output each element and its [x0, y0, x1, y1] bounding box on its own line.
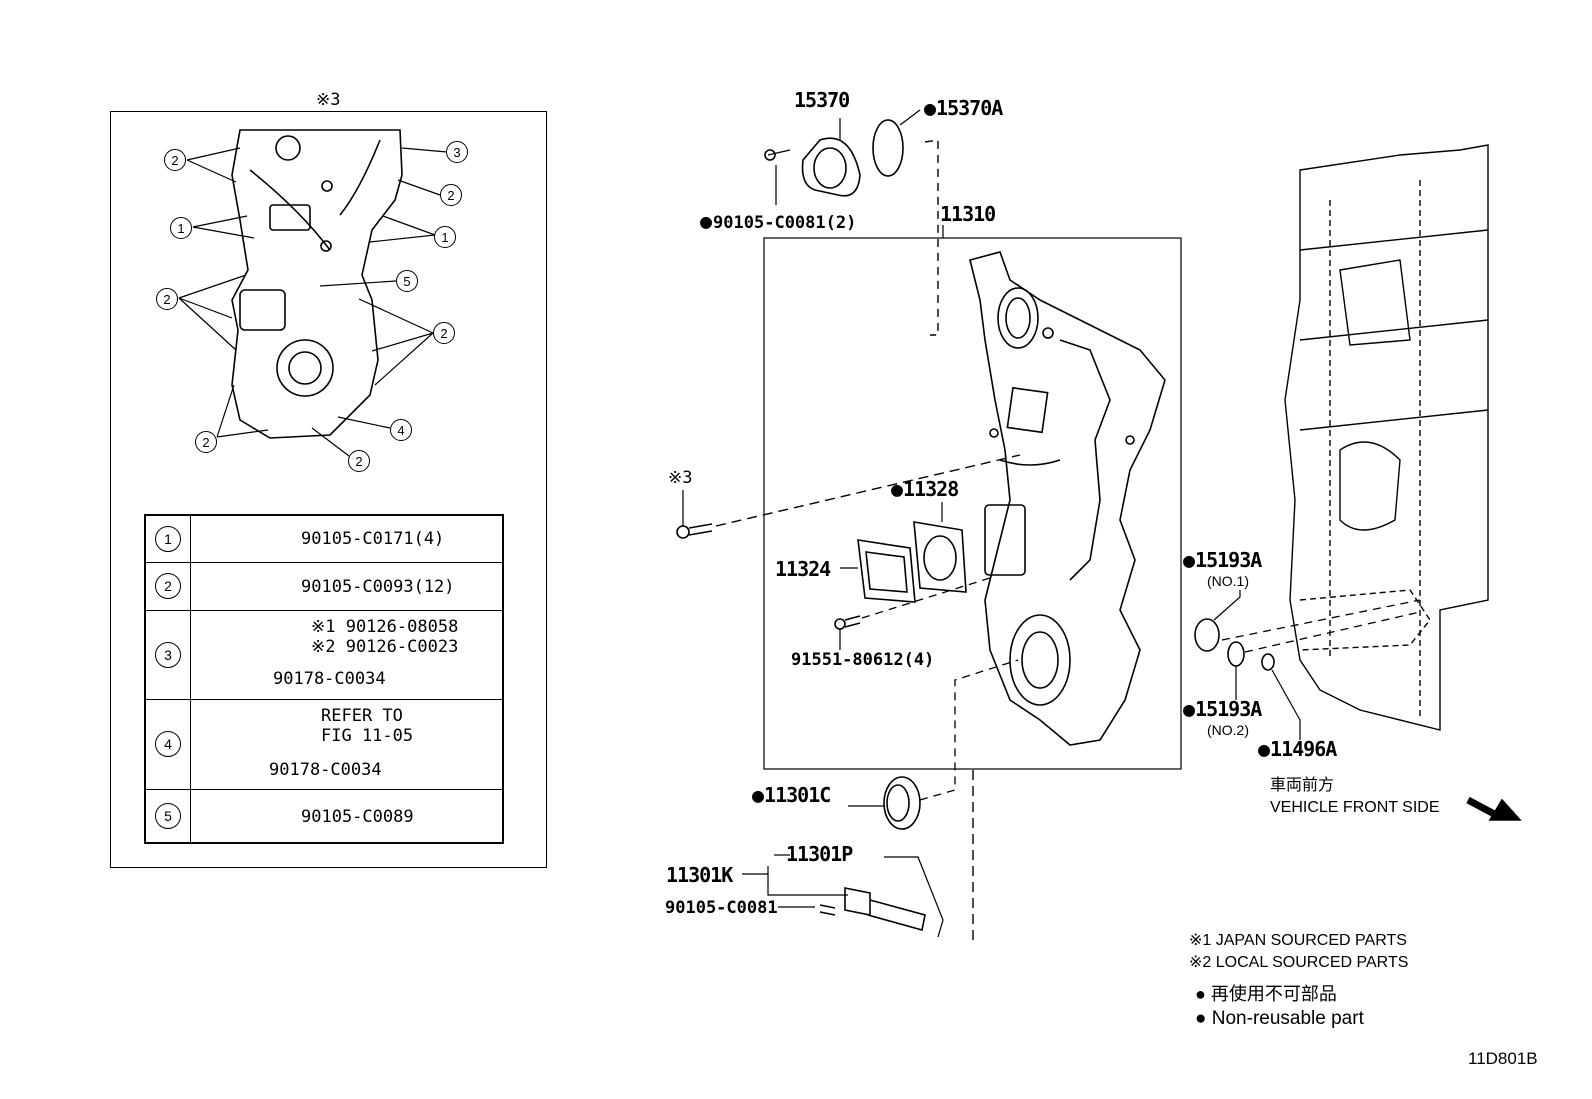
table-row: 3 ※1 90126-08058 ※2 90126-C0023 90178-C0…: [144, 609, 504, 700]
bolt-ref3: [676, 523, 713, 539]
filled-dot-icon: ●: [1195, 1008, 1207, 1029]
table-row: 1 90105-C0171(4): [144, 514, 504, 563]
callout: 2: [440, 184, 462, 206]
legend-note-2: ※2 LOCAL SOURCED PARTS: [1189, 954, 1409, 971]
variant-label-no1: (NO.1): [1207, 573, 1249, 589]
inset-leaders: [178, 147, 448, 457]
o-ring-15193A-no1: [1194, 618, 1220, 652]
cover-15370: [764, 119, 904, 205]
part-number: 90178-C0034: [273, 668, 386, 689]
assembly-box-11310: [763, 237, 1182, 770]
part-label-11324: 11324: [775, 557, 831, 581]
part-number: ※1 90126-08058: [311, 616, 459, 637]
part-label-15193A-no2: 15193A: [1183, 699, 1262, 719]
direction-label-en: VEHICLE FRONT SIDE: [1270, 799, 1440, 816]
reference-note: FIG 11-05: [321, 725, 414, 746]
part-label-15193A-no1: 15193A: [1183, 550, 1262, 570]
sensor-11301P: [819, 887, 926, 932]
part-label-11301P: 11301P: [786, 842, 853, 866]
gasket-11328: [913, 521, 967, 593]
timing-cover-11310: [969, 251, 1166, 746]
row-number: 1: [155, 525, 181, 552]
callout: 2: [156, 288, 178, 310]
part-label-90105-C0081: 90105-C0081: [665, 898, 778, 918]
ref3-label: ※3: [668, 468, 693, 488]
o-ring-11496A: [1261, 653, 1275, 671]
callout: 2: [433, 322, 455, 344]
part-number: 90178-C0034: [269, 759, 382, 780]
figure-id: 11D801B: [1468, 1049, 1538, 1068]
inset-title: ※3: [316, 90, 341, 110]
inset-panel-ref3: [110, 111, 547, 868]
front-direction-arrow-icon: [1466, 796, 1522, 821]
legend-nonreusable-jp: ● 再使用不可部品: [1195, 985, 1337, 1003]
part-number: 90105-C0171(4): [301, 529, 445, 549]
part-number: ※2 90126-C0023: [311, 636, 459, 657]
row-number: 5: [155, 802, 181, 829]
callout: 3: [446, 141, 468, 163]
engine-block: [1284, 144, 1489, 731]
variant-label-no2: (NO.2): [1207, 722, 1249, 738]
callout: 4: [390, 419, 412, 441]
part-label-11328: 11328: [891, 479, 959, 499]
bolt-91551: [834, 615, 861, 630]
legend-note-1: ※1 JAPAN SOURCED PARTS: [1189, 932, 1407, 949]
callout: 5: [396, 270, 418, 292]
part-label-91551-80612: 91551-80612(4): [791, 650, 935, 670]
part-number: 90105-C0093(12): [301, 576, 455, 597]
oil-seal-11301C: [883, 776, 921, 830]
callout: 2: [348, 450, 370, 472]
legend-text: 再使用不可部品: [1210, 984, 1337, 1004]
table-row: 5 90105-C0089: [144, 788, 504, 844]
table-row: 2 90105-C0093(12): [144, 561, 504, 611]
part-label-11301K: 11301K: [666, 863, 733, 887]
o-ring-15193A-no2: [1227, 641, 1245, 667]
callout: 1: [170, 217, 192, 239]
row-number: 2: [155, 573, 181, 599]
fastener-table: 1 90105-C0171(4) 2 90105-C0093(12) 3 ※1 …: [144, 514, 504, 844]
part-label-90105-C0081-2: 90105-C0081(2): [700, 211, 856, 232]
part-label-11301C: 11301C: [752, 785, 831, 805]
gasket-11324: [857, 539, 916, 603]
callout: 2: [164, 149, 186, 171]
row-number: 3: [155, 641, 181, 668]
part-label-15370A: 15370A: [924, 98, 1003, 118]
legend-text: Non-reusable part: [1211, 1008, 1364, 1029]
direction-label-jp: 車両前方: [1270, 777, 1335, 794]
callout: 1: [434, 226, 456, 248]
filled-dot-icon: ●: [1195, 984, 1206, 1004]
part-number: 90105-C0089: [301, 806, 414, 827]
reference-note: REFER TO: [321, 705, 403, 726]
part-label-11310: 11310: [940, 202, 996, 226]
table-row: 4 REFER TO FIG 11-05 90178-C0034: [144, 698, 504, 790]
legend-nonreusable-en: ● Non-reusable part: [1195, 1009, 1364, 1028]
part-label-11496A: 11496A: [1258, 739, 1337, 759]
row-number: 4: [155, 731, 181, 757]
callout: 2: [195, 431, 217, 453]
part-label-15370: 15370: [794, 88, 850, 112]
